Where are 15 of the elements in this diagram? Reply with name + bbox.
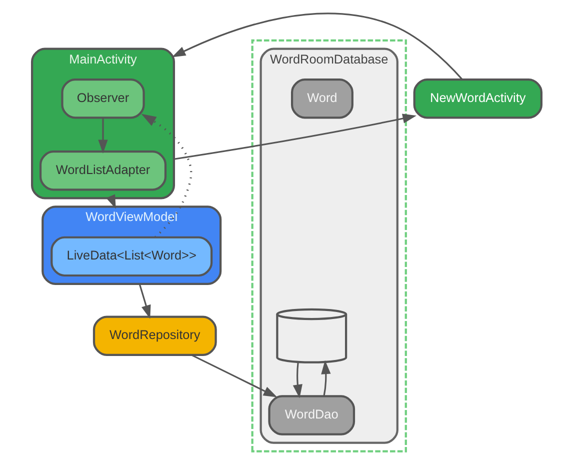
arrow (141, 113, 192, 238)
arrow (174, 113, 416, 160)
arrow (98, 118, 108, 154)
arrow (138, 283, 151, 318)
node-box: LiveData<List<Word>> (50, 236, 213, 276)
arrow (172, 12, 463, 80)
node-box: Word (290, 78, 354, 118)
arrow (292, 362, 302, 398)
arrow (321, 360, 331, 396)
node-box: WordListAdapter (39, 150, 167, 190)
node-box: NewWordActivity (413, 78, 542, 118)
arrow (191, 354, 278, 397)
node-box: WordRepository (92, 315, 217, 356)
node-box: WordDao (268, 394, 356, 435)
node-box: Observer (61, 78, 145, 118)
